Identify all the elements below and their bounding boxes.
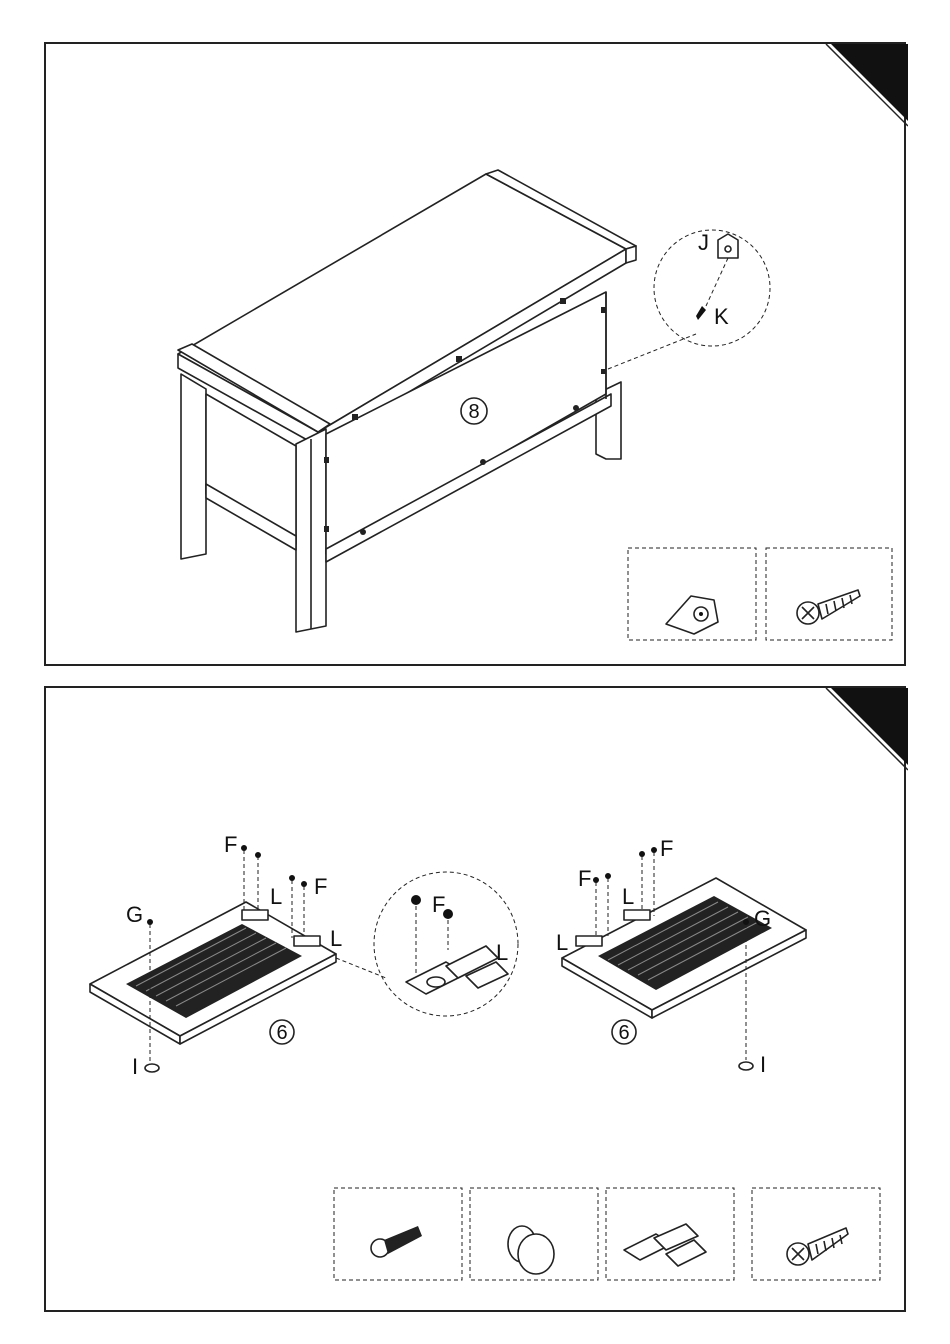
knob-icon <box>145 1064 159 1072</box>
hinge-icon <box>624 910 650 920</box>
hinge-icon <box>294 936 320 946</box>
part-number-8: 8 <box>468 401 479 423</box>
label-f-left-2: F <box>314 874 327 899</box>
step-panel-top: 8 J K <box>44 42 906 666</box>
detail-callout-bracket <box>654 230 770 346</box>
hardware-box-bolt <box>334 1188 462 1280</box>
label-j: J <box>698 230 709 255</box>
hardware-box-screw <box>766 548 892 640</box>
screw-icon <box>787 1228 848 1265</box>
corner-tab-icon <box>831 44 908 121</box>
bolt-icon <box>371 1226 422 1257</box>
hinge-icon <box>576 936 602 946</box>
hinge-icon <box>242 910 268 920</box>
label-l-right-2: L <box>556 930 568 955</box>
label-f-right-2: F <box>660 836 673 861</box>
bracket-icon <box>666 596 718 634</box>
label-f-left-1: F <box>224 832 237 857</box>
step-panel-bottom: 6 F F L L G I F L <box>44 686 906 1312</box>
knob-icon <box>739 1062 753 1070</box>
label-l-left-2: L <box>330 926 342 951</box>
door-hinge-drawing: 6 F F L L G I F L <box>46 688 908 1314</box>
label-l-detail: L <box>496 940 508 965</box>
hinge-detail-icon <box>406 946 508 994</box>
right-door <box>562 878 806 1018</box>
label-g-left: G <box>126 902 143 927</box>
hinge-icon <box>624 1224 706 1266</box>
label-i-right: I <box>760 1052 766 1077</box>
screw-k-icon <box>696 306 706 320</box>
label-i-left: I <box>132 1054 138 1079</box>
label-k: K <box>714 304 729 329</box>
left-door-part-number: 6 <box>276 1022 287 1044</box>
label-l-right-1: L <box>622 884 634 909</box>
hardware-box-screw <box>752 1188 880 1280</box>
label-g-right: G <box>754 906 771 931</box>
label-f-right-1: F <box>578 866 591 891</box>
bench-assembly-drawing: 8 J K <box>46 44 908 668</box>
screw-icon <box>797 590 860 624</box>
knob-icon <box>508 1226 554 1274</box>
label-l-left-1: L <box>270 884 282 909</box>
corner-tab-icon <box>831 688 908 765</box>
right-door-part-number: 6 <box>618 1022 629 1044</box>
